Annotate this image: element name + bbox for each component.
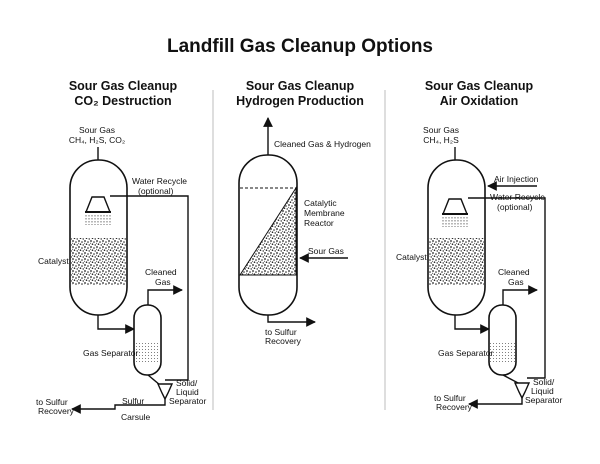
cleaned-gas-hydrogen-label: Cleaned Gas & Hydrogen [274,139,371,149]
sour-gas-label: Sour Gas [423,125,459,135]
gas-separator-vessel [133,304,162,376]
water-recycle-line [110,195,189,381]
cleaned-label: Cleaned [498,267,530,277]
water-recycle-optional: (optional) [497,202,533,212]
water-recycle-label: Water Recycle [490,192,545,202]
to-sulfur-label: to Sulfur [36,397,68,407]
sour-gas-composition: CH₄, H₂S, CO₂ [69,135,125,145]
sulfur-label: Sulfur [122,396,144,406]
water-recycle-line [468,197,546,379]
sour-gas-label: Sour Gas [79,125,115,135]
to-sulfur-recovery-arrow [267,315,316,327]
catalyst-bed [429,238,484,285]
panel-co2-destruction: Sour Gas Cleanup CO₂ Destruction Sour Ga… [36,79,206,422]
gas-separator-label: Gas Separator [438,348,493,358]
solid-liquid-separator [156,383,174,401]
panel-air-oxidation: Sour Gas Cleanup Air Oxidation Sour Gas … [396,79,562,412]
solid-label: Solid/ [533,377,555,387]
to-sulfur-label: to Sulfur [434,393,466,403]
panel-2-title-line2: Hydrogen Production [236,94,364,108]
water-recycle-label: Water Recycle [132,176,187,186]
solid-liquid-separator [513,382,531,400]
solid-label: Solid/ [176,378,198,388]
panel-1-title-line2: CO₂ Destruction [74,94,171,108]
air-injection-label: Air Injection [494,174,539,184]
cleaned-gas-arrow [147,285,183,305]
sour-gas-composition: CH₄, H₂S [423,135,459,145]
reactor-label: Reactor [304,218,334,228]
reactor-outlet-line [97,315,135,334]
panel-3-title-line2: Air Oxidation [440,94,518,108]
water-recycle-optional: (optional) [138,186,174,196]
catalytic-membrane-bed [239,186,297,276]
cleaned-gas-label: Gas [155,277,171,287]
catalyst-bed [71,238,126,285]
gas-separator-vessel [488,304,517,376]
gas-separator-liquid [490,342,515,362]
catalyst-label: Catalyst [38,256,69,266]
separator-label: Separator [525,395,562,405]
panel-1-title-line1: Sour Gas Cleanup [69,79,178,93]
reactor-vessel [69,159,128,316]
reactor-vessel [427,159,486,316]
liquid-label: Liquid [176,387,199,397]
reactor-outlet-line [454,315,490,334]
separator-label: Separator [169,396,206,406]
to-sulfur-label: to Sulfur [265,327,297,337]
cleaned-gas-label: Gas [508,277,524,287]
gas-separator-liquid [135,342,160,362]
panel-3-title-line1: Sour Gas Cleanup [425,79,534,93]
spray-nozzle-icon [441,198,469,227]
spray-nozzle-icon [84,196,112,225]
panel-hydrogen-production: Sour Gas Cleanup Hydrogen Production Cle… [236,79,371,346]
catalyst-label: Catalyst [396,252,427,262]
sour-gas-label: Sour Gas [308,246,344,256]
cleaned-label: Cleaned [145,267,177,277]
liquid-label: Liquid [531,386,554,396]
recovery-label: Recovery [265,336,302,346]
carsule-label: Carsule [121,412,151,422]
panel-2-title-line1: Sour Gas Cleanup [246,79,355,93]
diagram-title: Landfill Gas Cleanup Options [167,36,433,57]
membrane-label: Membrane [304,208,345,218]
recovery-label: Recovery [38,406,75,416]
to-sulfur-recovery-arrow [468,398,523,409]
recovery-label: Recovery [436,402,473,412]
catalytic-label: Catalytic [304,198,337,208]
gas-separator-label: Gas Separator [83,348,138,358]
to-sulfur-recovery-arrow [71,399,166,414]
cleaned-gas-arrow [502,285,538,305]
